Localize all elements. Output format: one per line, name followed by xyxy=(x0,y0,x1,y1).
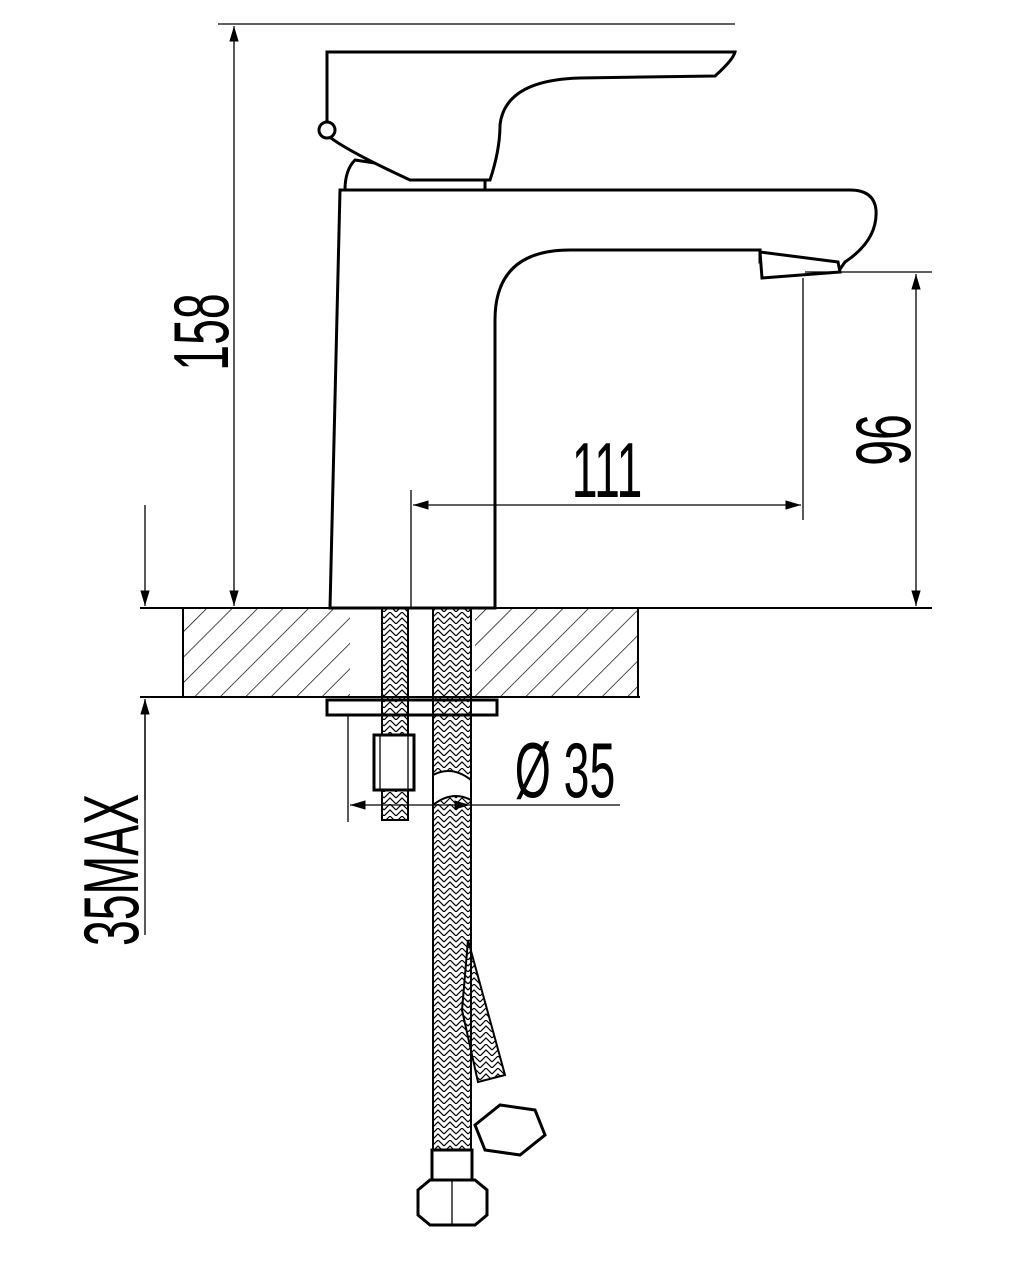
dim-hole-diameter: Ø 35 xyxy=(515,726,616,814)
faucet-body xyxy=(328,158,878,610)
dimension-lines xyxy=(140,23,932,935)
countertop-section xyxy=(140,607,932,698)
dim-spout-height: 96 xyxy=(839,414,927,466)
dim-max-deck-thickness: 35MAX xyxy=(67,794,155,946)
faucet-handle xyxy=(317,50,737,182)
supply-hoses xyxy=(416,607,547,1227)
dim-total-height: 158 xyxy=(157,293,245,370)
dim-spout-reach: 111 xyxy=(572,426,643,514)
